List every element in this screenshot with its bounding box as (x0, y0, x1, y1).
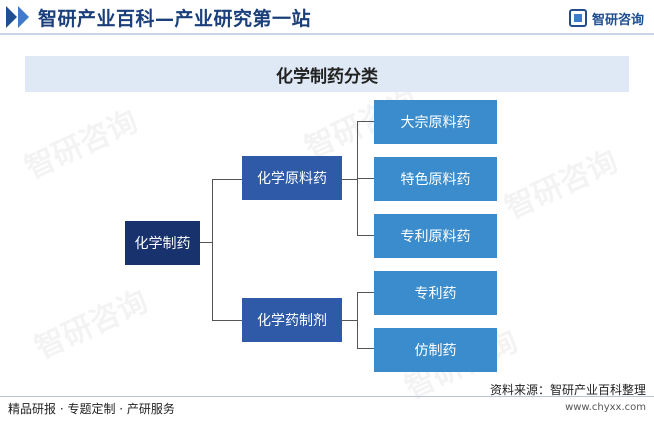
diagram-title-band: 化学制药分类 (25, 56, 629, 92)
connector-to-branch-2 (212, 320, 242, 321)
node-branch-2: 化学药制剂 (242, 298, 342, 342)
connector-to-leaf (357, 178, 374, 179)
brand: 智研咨询 (568, 8, 644, 28)
connector-branch-2-spine (357, 292, 358, 349)
brand-logo-icon (568, 9, 587, 27)
footer-divider (0, 396, 654, 397)
site-title: 智研产业百科—产业研究第一站 (38, 8, 312, 30)
connector-root (200, 242, 213, 243)
chevron-right-icon (18, 6, 29, 28)
diagram-title: 化学制药分类 (276, 66, 378, 87)
source-note: 资料来源：智研产业百科整理 (489, 383, 646, 397)
connector-to-leaf (357, 235, 374, 236)
header-divider (0, 33, 654, 35)
node-branch-1: 化学原料药 (242, 156, 342, 200)
brand-name: 智研咨询 (591, 12, 644, 28)
connector-to-leaf (357, 348, 374, 349)
connector-to-leaf (357, 292, 374, 293)
node-root: 化学制药 (125, 221, 200, 265)
node-leaf: 大宗原料药 (374, 100, 497, 144)
chevron-right-icon (6, 6, 17, 28)
footer-services: 精品研报 · 专题定制 · 产研服务 (8, 402, 175, 416)
connector-root-spine (212, 179, 213, 321)
connector-to-branch-1 (212, 179, 242, 180)
connector-branch-1 (342, 179, 358, 180)
connector-to-leaf (357, 121, 374, 122)
node-leaf: 特色原料药 (374, 157, 497, 201)
footer-url: www.chyxx.com (565, 402, 646, 413)
node-leaf: 仿制药 (374, 328, 497, 372)
header: 智研产业百科—产业研究第一站 智研咨询 (0, 0, 654, 34)
node-leaf: 专利药 (374, 271, 497, 315)
node-leaf: 专利原料药 (374, 214, 497, 258)
connector-branch-2 (342, 320, 358, 321)
